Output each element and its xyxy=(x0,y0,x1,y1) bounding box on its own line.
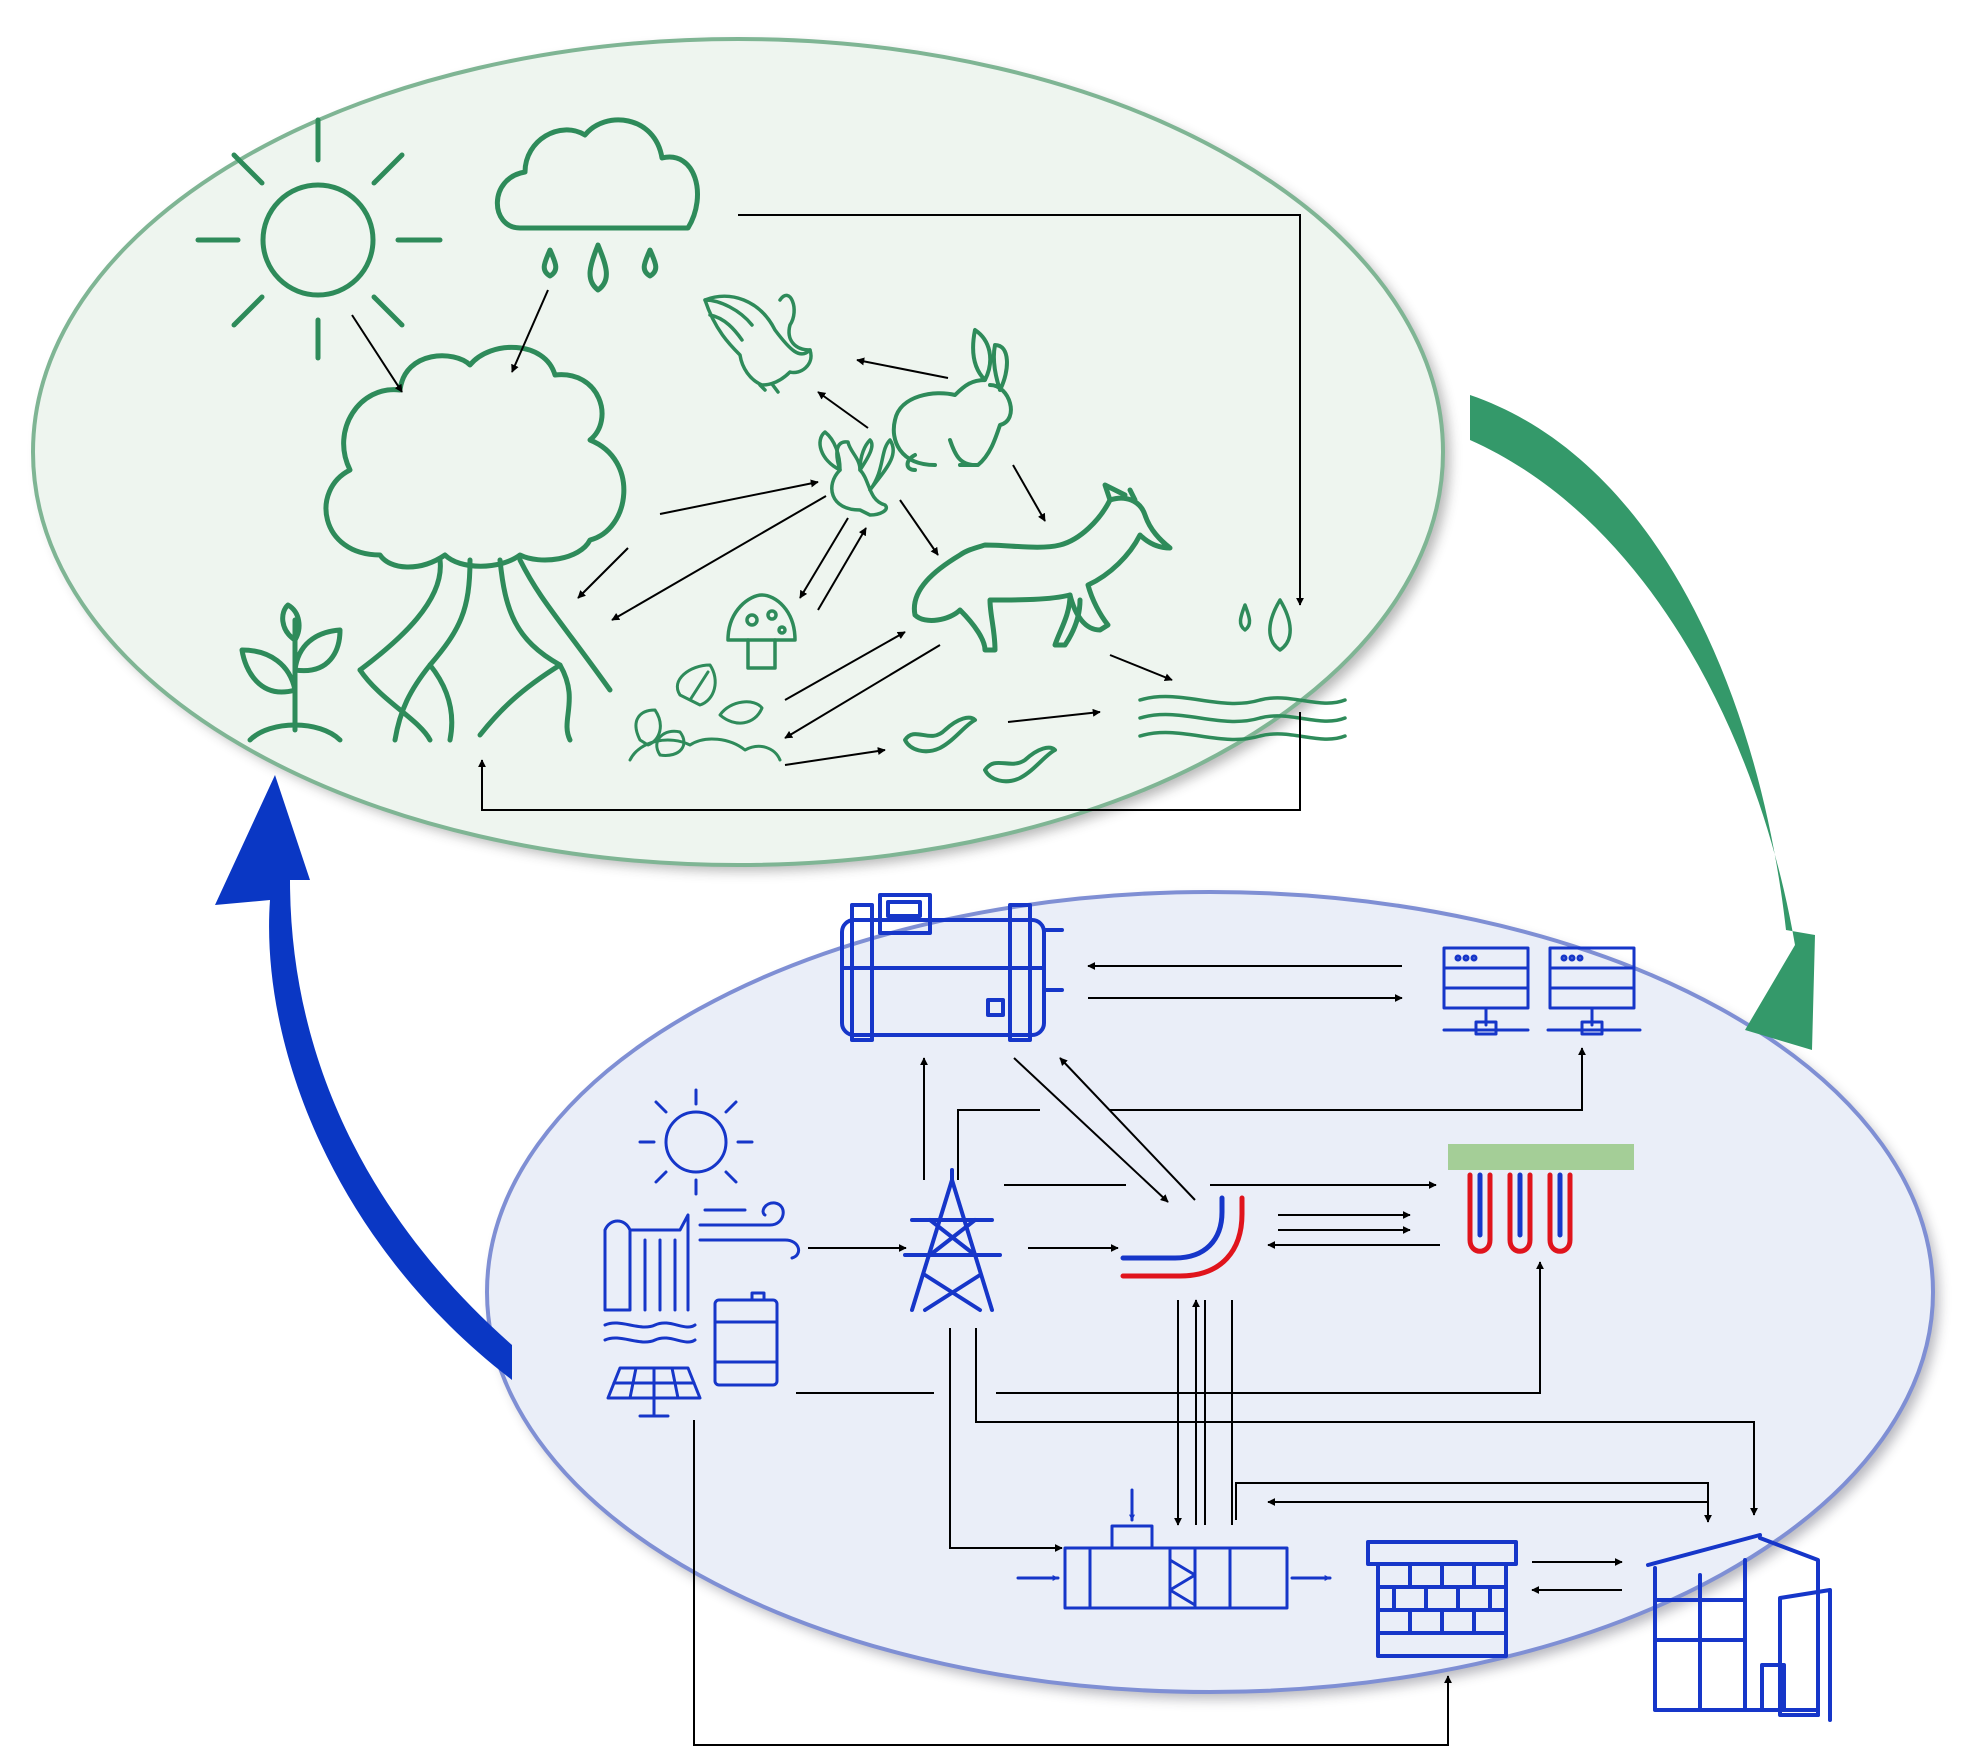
ecosystem-ellipse xyxy=(31,37,1450,871)
squirrel-icon xyxy=(818,430,895,517)
power-pylon-icon xyxy=(903,1168,1002,1312)
radiant-coil-icon xyxy=(1467,1172,1573,1254)
fox-icon xyxy=(911,482,1173,653)
rabbit-icon xyxy=(891,328,1013,472)
brick-wall-icon xyxy=(1366,1540,1518,1658)
hydro-icon xyxy=(603,1213,697,1344)
solar-panel-icon xyxy=(606,1366,702,1418)
server-rack-icon xyxy=(1442,946,1642,1036)
green-roof-icon xyxy=(1448,1144,1634,1170)
air-handling-unit-icon xyxy=(1016,1488,1332,1610)
mushroom-icon xyxy=(726,593,797,670)
rain-cloud-icon xyxy=(494,117,700,293)
seedling-icon xyxy=(239,602,343,743)
worms-icon xyxy=(903,715,1057,784)
ecosystem-flow-arrows xyxy=(351,214,1304,811)
water-icon xyxy=(1138,598,1347,742)
sun-icon-small xyxy=(638,1088,754,1196)
leaf-litter-icon xyxy=(628,663,782,762)
chiller-icon xyxy=(840,893,1064,1042)
factory-building-icon xyxy=(1646,1533,1832,1722)
sun-icon xyxy=(195,117,443,361)
building-ellipse xyxy=(485,890,1939,1699)
building-to-ecosystem-arrow xyxy=(215,775,512,1380)
oil-barrel-icon xyxy=(713,1291,779,1387)
ecosystem-to-building-arrow xyxy=(1470,395,1815,1050)
pipe-bend-icon xyxy=(1120,1195,1245,1279)
building-flow-arrows xyxy=(693,962,1758,1746)
tree-icon xyxy=(323,344,627,743)
eagle-icon xyxy=(703,293,813,394)
wind-icon xyxy=(698,1201,801,1260)
